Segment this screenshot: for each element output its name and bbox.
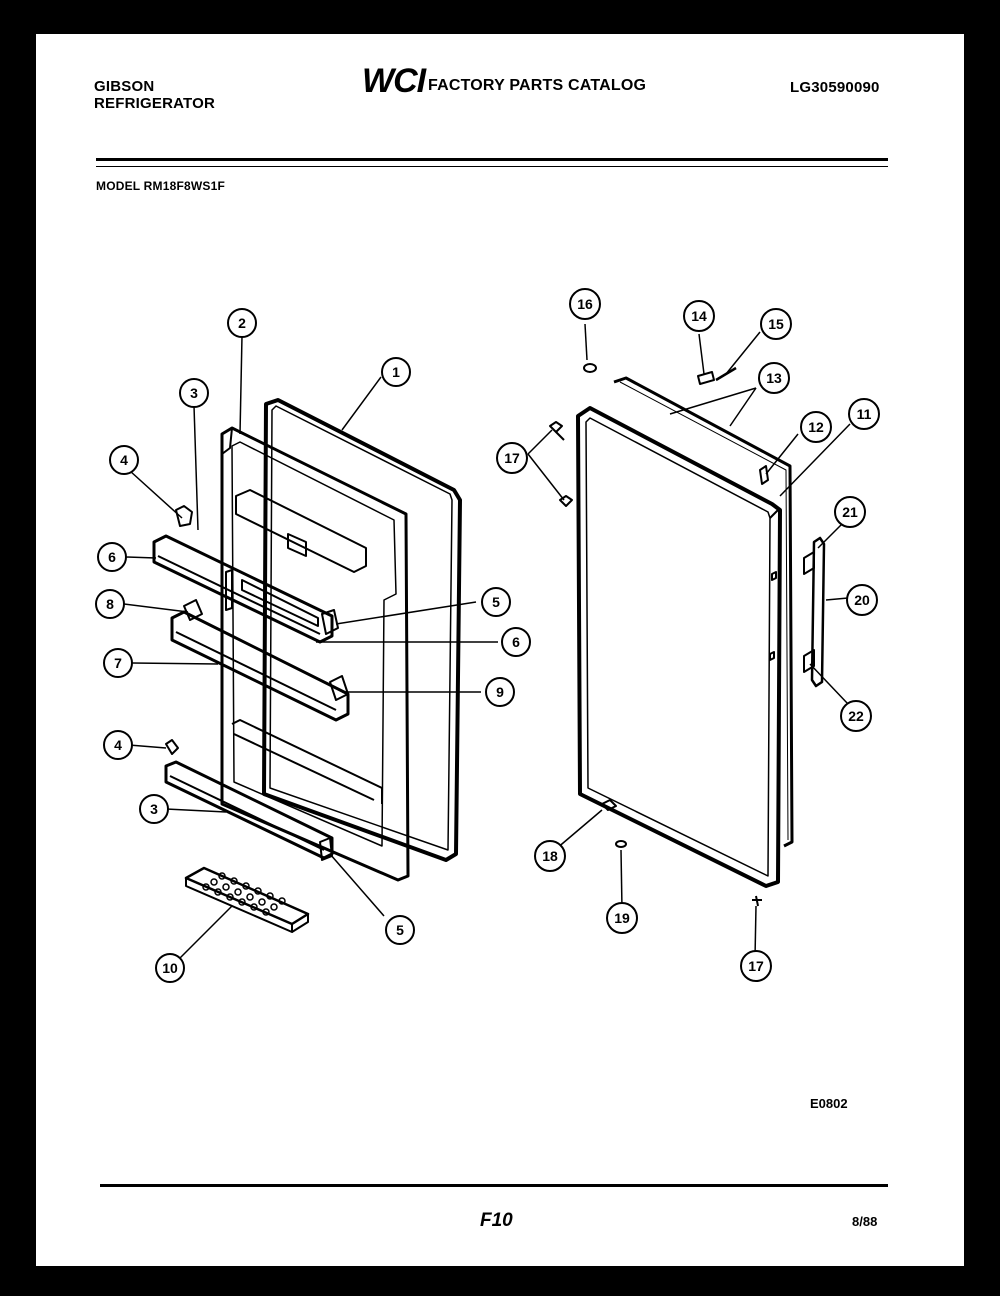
callout-14: 14 bbox=[691, 308, 707, 324]
model-number: MODEL RM18F8WS1F bbox=[96, 179, 225, 193]
bottom-door-rail bbox=[164, 739, 334, 860]
callout-12: 12 bbox=[808, 419, 824, 435]
callout-2: 2 bbox=[238, 315, 246, 331]
hinge-parts bbox=[549, 363, 769, 907]
callout-9: 9 bbox=[496, 684, 504, 700]
callout-8: 8 bbox=[106, 596, 114, 612]
diagram-code: E0802 bbox=[810, 1096, 848, 1111]
door-gasket bbox=[262, 398, 462, 862]
callout-1: 1 bbox=[392, 364, 400, 380]
header-rule bbox=[96, 158, 888, 167]
callout-15: 15 bbox=[768, 316, 784, 332]
callout-17b: 17 bbox=[748, 958, 764, 974]
callout-17: 17 bbox=[504, 450, 520, 466]
catalog-title: FACTORY PARTS CATALOG bbox=[428, 77, 647, 94]
callout-13: 13 bbox=[766, 370, 782, 386]
callout-bubbles bbox=[95, 288, 880, 983]
callout-11: 11 bbox=[857, 406, 872, 422]
callout-10: 10 bbox=[162, 960, 178, 976]
egg-tray bbox=[184, 866, 310, 933]
exploded-parts-diagram: 1 2 3 4 6 8 7 4 3 5 6 9 5 10 16 14 15 13… bbox=[95, 288, 880, 983]
callout-4: 4 bbox=[120, 452, 128, 468]
callout-6: 6 bbox=[108, 549, 116, 565]
wci-logo: WCI bbox=[362, 62, 426, 100]
door-handle bbox=[803, 536, 826, 688]
callout-6b: 6 bbox=[512, 634, 520, 650]
callout-5: 5 bbox=[492, 594, 500, 610]
catalog-page: GIBSON REFRIGERATOR WCI FACTORY PARTS CA… bbox=[36, 34, 964, 1266]
brand-name: GIBSON bbox=[94, 78, 155, 95]
print-date: 8/88 bbox=[852, 1214, 878, 1229]
catalog-number: LG30590090 bbox=[790, 79, 880, 96]
callout-labels: 1 2 3 4 6 8 7 4 3 5 6 9 5 10 16 14 15 13… bbox=[106, 296, 872, 976]
callout-7: 7 bbox=[114, 655, 122, 671]
leader-lines bbox=[123, 323, 851, 959]
callout-3b: 3 bbox=[150, 801, 158, 817]
rail-end-cap bbox=[175, 505, 193, 527]
callout-5b: 5 bbox=[396, 922, 404, 938]
callout-3: 3 bbox=[190, 385, 198, 401]
page-number: F10 bbox=[480, 1210, 513, 1231]
brand-block: GIBSON REFRIGERATOR bbox=[94, 78, 215, 112]
product-type: REFRIGERATOR bbox=[94, 95, 216, 112]
callout-22: 22 bbox=[848, 708, 864, 724]
callout-21: 21 bbox=[842, 504, 858, 520]
lower-door-shelf bbox=[170, 610, 350, 722]
door-shelf-rail bbox=[152, 534, 334, 644]
callout-20: 20 bbox=[854, 592, 870, 608]
callout-18: 18 bbox=[542, 848, 558, 864]
callout-4b: 4 bbox=[114, 737, 122, 753]
footer-rule bbox=[100, 1184, 888, 1187]
door-liner bbox=[220, 426, 410, 882]
callout-16: 16 bbox=[577, 296, 593, 312]
door-frame bbox=[576, 406, 782, 888]
callout-19: 19 bbox=[614, 910, 630, 926]
outer-door-panel bbox=[613, 376, 794, 848]
